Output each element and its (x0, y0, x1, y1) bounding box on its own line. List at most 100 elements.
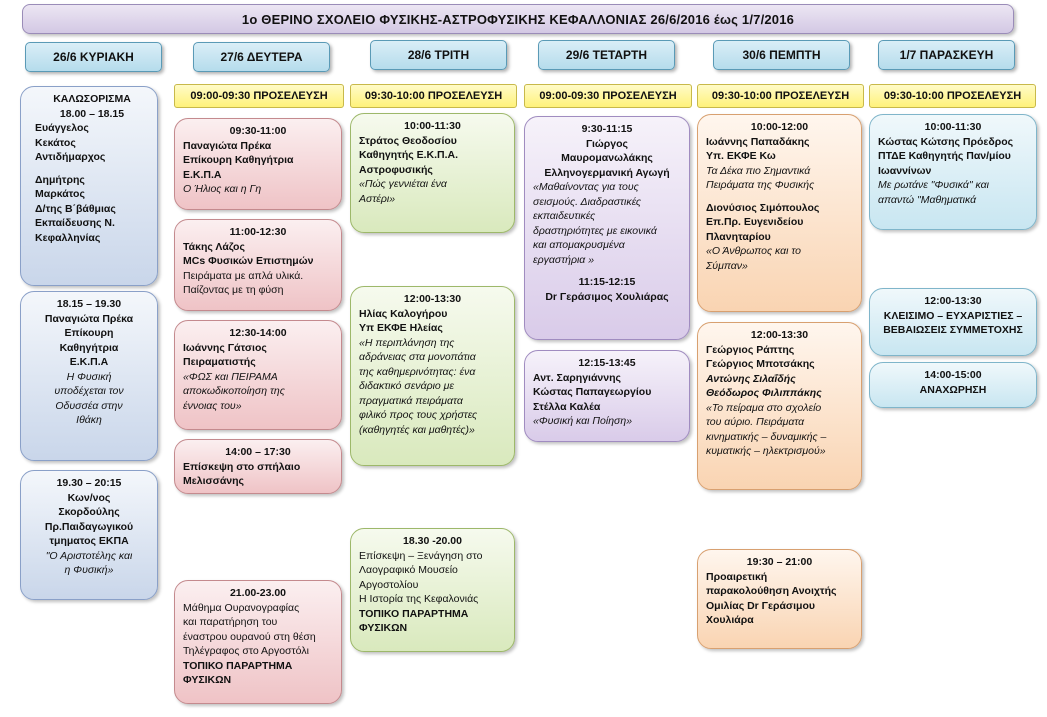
event-description: και παρατήρηση του (183, 616, 278, 628)
speaker-role: Επίκουρη (64, 327, 114, 339)
talk-title: φιλικό προς τους χρήστες (359, 409, 478, 421)
talk-title: Η Φυσική (66, 370, 112, 383)
event-time: 12:15-13:45 (578, 357, 636, 369)
talk-title: εργαστήρια » (533, 253, 595, 266)
event-description: Λαογραφικό Μουσείο (359, 564, 458, 576)
speaker-name: Θεόδωρος Φιλιππάκης (706, 387, 822, 399)
event-monday-talk-2: 11:00-12:30 Τάκης Λάζος MCs Φυσικών Επισ… (174, 219, 342, 311)
event-tuesday-talk-2: 12:00-13:30 Ηλίας Καλογήρου Υπ ΕΚΦΕ Ηλεί… (350, 286, 515, 466)
event-description: Η Ιστορία της Κεφαλονιάς (359, 593, 479, 605)
event-organizer: ΦΥΣΙΚΩΝ (359, 622, 408, 634)
page-title: 1ο ΘΕΡΙΝΟ ΣΧΟΛΕΙΟ ΦΥΣΙΚΗΣ-ΑΣΤΡΟΦΥΣΙΚΗΣ Κ… (22, 4, 1014, 34)
event-thursday-talk-1: 10:00-12:00 Ιωάννης Παπαδάκης Υπ. ΕΚΦΕ Κ… (697, 114, 862, 312)
speaker-name: Κώστας Κώτσης Πρόεδρος (878, 135, 1014, 148)
talk-title: διδακτικό σενάριο με (359, 380, 455, 392)
talk-title: Τα Δέκα πιο Σημαντικά (706, 164, 811, 177)
speaker-role: Επ.Πρ. Ευγενιδείου (706, 216, 804, 228)
event-description: Επίσκεψη – Ξενάγηση στο (359, 549, 483, 562)
speaker-name: Στράτος Θεοδοσίου (359, 134, 457, 147)
speaker-name: Dr Γεράσιμος Χουλιάρας (545, 290, 669, 303)
talk-title: και απομακρυσμένα (533, 239, 625, 251)
event-time: 21.00-23.00 (229, 587, 287, 599)
event-description: έναστρου ουρανού στη θέση (183, 630, 316, 643)
talk-title: η Φυσική» (64, 564, 114, 576)
talk-title: υποδέχεται τον (54, 385, 124, 397)
talk-title: απαντώ "Μαθηματικά (878, 193, 977, 206)
speaker-role: Καθηγητής Ε.Κ.Π.Α. (359, 149, 459, 161)
speaker-name: Γεώργιος Ράπτης (706, 343, 795, 356)
speaker-name: Στέλλα Καλέα (533, 400, 601, 413)
talk-title: Πειράματα της Φυσικής (706, 179, 815, 191)
event-time: 14:00-15:00 (924, 369, 982, 381)
speaker-name: Ιωάννης Γάτσιος (183, 341, 267, 354)
talk-title: «Το πείραμα στο σχολείο (706, 401, 822, 414)
talk-title: Πειράματα με απλά υλικά. (183, 269, 304, 282)
event-time: 09:30-11:00 (229, 125, 287, 137)
arrival-thursday: 09:30-10:00 ΠΡΟΣΕΛΕΥΣΗ (697, 84, 864, 108)
speaker-name: Γεώργιος Μποτσάκης (706, 358, 815, 370)
event-title: ΒΕΒΑΙΩΣΕΙΣ ΣΥΜΜΕΤΟΧΗΣ (883, 324, 1023, 336)
event-sunday-talk-2: 19.30 – 20:15 Κων/νος Σκορδούλης Πρ.Παιδ… (20, 470, 158, 600)
day-header-thursday: 30/6 ΠΕΜΠΤΗ (713, 40, 850, 70)
event-title: ΚΑΛΩΣΟΡΙΣΜΑ (53, 93, 131, 105)
speaker-name: Παναγιώτα Πρέκα (44, 312, 134, 325)
talk-title: Σύμπαν» (706, 259, 748, 272)
speaker-name: Κεκάτος (35, 136, 76, 149)
day-header-sunday: 26/6 ΚΥΡΙΑΚΗ (25, 42, 162, 72)
speaker-role: τμηματος ΕΚΠΑ (49, 535, 129, 547)
event-thursday-evening-talk: 19:30 – 21:00 Προαιρετική παρακολούθηση … (697, 549, 862, 649)
event-time: 18.30 -20.00 (403, 535, 462, 547)
talk-title: Με ρωτάνε "Φυσικά" και (878, 179, 989, 191)
speaker-role: Καθηγήτρια (59, 341, 119, 354)
talk-title: «ΦΩΣ και ΠΕΙΡΑΜΑ (183, 370, 278, 383)
speaker-name: Γιώργος (586, 137, 628, 150)
event-time: 12:00-13:30 (924, 295, 982, 307)
event-time: 12:00-13:30 (750, 329, 809, 341)
talk-title: (καθηγητές και μαθητές)» (359, 423, 475, 436)
event-monday-stargazing: 21.00-23.00 Μάθημα Ουρανογραφίας και παρ… (174, 580, 342, 704)
talk-title: «Η περιπλάνηση της (359, 336, 455, 349)
talk-title: αποκωδικοποίηση της (183, 385, 285, 397)
day-header-wednesday: 29/6 ΤΕΤΑΡΤΗ (538, 40, 675, 70)
talk-title: αδράνειας στα μονοπάτια (359, 351, 476, 363)
speaker-name: Διονύσιος Σιμόπουλος (706, 201, 820, 214)
event-monday-talk-3: 12:30-14:00 Ιωάννης Γάτσιος Πειραματιστή… (174, 320, 342, 430)
talk-title: δραστηριότητες με εικονικά (533, 224, 657, 237)
speaker-role: Ελληνογερμανική Αγωγή (544, 166, 670, 179)
event-friday-departure: 14:00-15:00 ΑΝΑΧΩΡΗΣΗ (869, 362, 1037, 408)
event-sunday-welcome: ΚΑΛΩΣΟΡΙΣΜΑ 18.00 – 18.15 Ευάγγελος Κεκά… (20, 86, 158, 286)
event-wednesday-talk-1: 9:30-11:15 Γιώργος Μαυρομανωλάκης Ελληνο… (524, 116, 690, 340)
talk-title: έννοιας του» (183, 399, 242, 412)
talk-title: εκπαιδευτικές (533, 210, 596, 222)
event-monday-talk-1: 09:30-11:00 Παναγιώτα Πρέκα Επίκουρη Καθ… (174, 118, 342, 210)
speaker-name: Κων/νος (67, 491, 111, 504)
event-title: Μελισσάνης (183, 475, 245, 487)
talk-title: «Μαθαίνοντας για τους (533, 181, 639, 193)
arrival-tuesday: 09:30-10:00 ΠΡΟΣΕΛΕΥΣΗ (350, 84, 517, 108)
speaker-role: Αντιδήμαρχος (35, 151, 106, 163)
day-header-monday: 27/6 ΔΕΥΤΕΡΑ (193, 42, 330, 72)
event-time: 19:30 – 21:00 (746, 556, 813, 568)
event-time: 19.30 – 20:15 (56, 477, 122, 489)
event-sunday-talk-1: 18.15 – 19.30 Παναγιώτα Πρέκα Επίκουρη Κ… (20, 291, 158, 461)
event-friday-closing: 12:00-13:30 ΚΛΕΙΣΙΜΟ – ΕΥΧΑΡΙΣΤΙΕΣ – ΒΕΒ… (869, 288, 1037, 356)
talk-title: «Πώς γεννιέται ένα (359, 178, 447, 190)
talk-title: της καθημερινότητας: ένα (359, 365, 476, 378)
event-description: Αργοστολίου (359, 578, 419, 591)
speaker-name: Ιωάννης Παπαδάκης (706, 135, 810, 148)
event-description: Μάθημα Ουρανογραφίας (183, 601, 300, 614)
event-tuesday-talk-1: 10:00-11:30 Στράτος Θεοδοσίου Καθηγητής … (350, 113, 515, 233)
speaker-role: Υπ ΕΚΦΕ Ηλείας (359, 322, 443, 334)
event-time: 18.00 – 18.15 (59, 107, 125, 120)
event-title: Επίσκεψη στο σπήλαιο (183, 460, 301, 473)
event-time: 10:00-11:30 (404, 120, 461, 132)
event-time: 10:00-11:30 (924, 121, 982, 133)
speaker-name: Τάκης Λάζος (183, 240, 245, 253)
speaker-role: Ε.Κ.Π.Α (69, 356, 109, 368)
talk-title: κινηματικής – δυναμικής – (706, 430, 827, 443)
event-monday-visit: 14:00 – 17:30 Επίσκεψη στο σπήλαιο Μελισ… (174, 439, 342, 494)
event-description: Χουλιάρα (706, 614, 754, 626)
speaker-role: Υπ. ΕΚΦΕ Κω (706, 150, 776, 162)
event-time: 9:30-11:15 (581, 123, 633, 135)
speaker-role: Αστροφυσικής (359, 163, 433, 176)
